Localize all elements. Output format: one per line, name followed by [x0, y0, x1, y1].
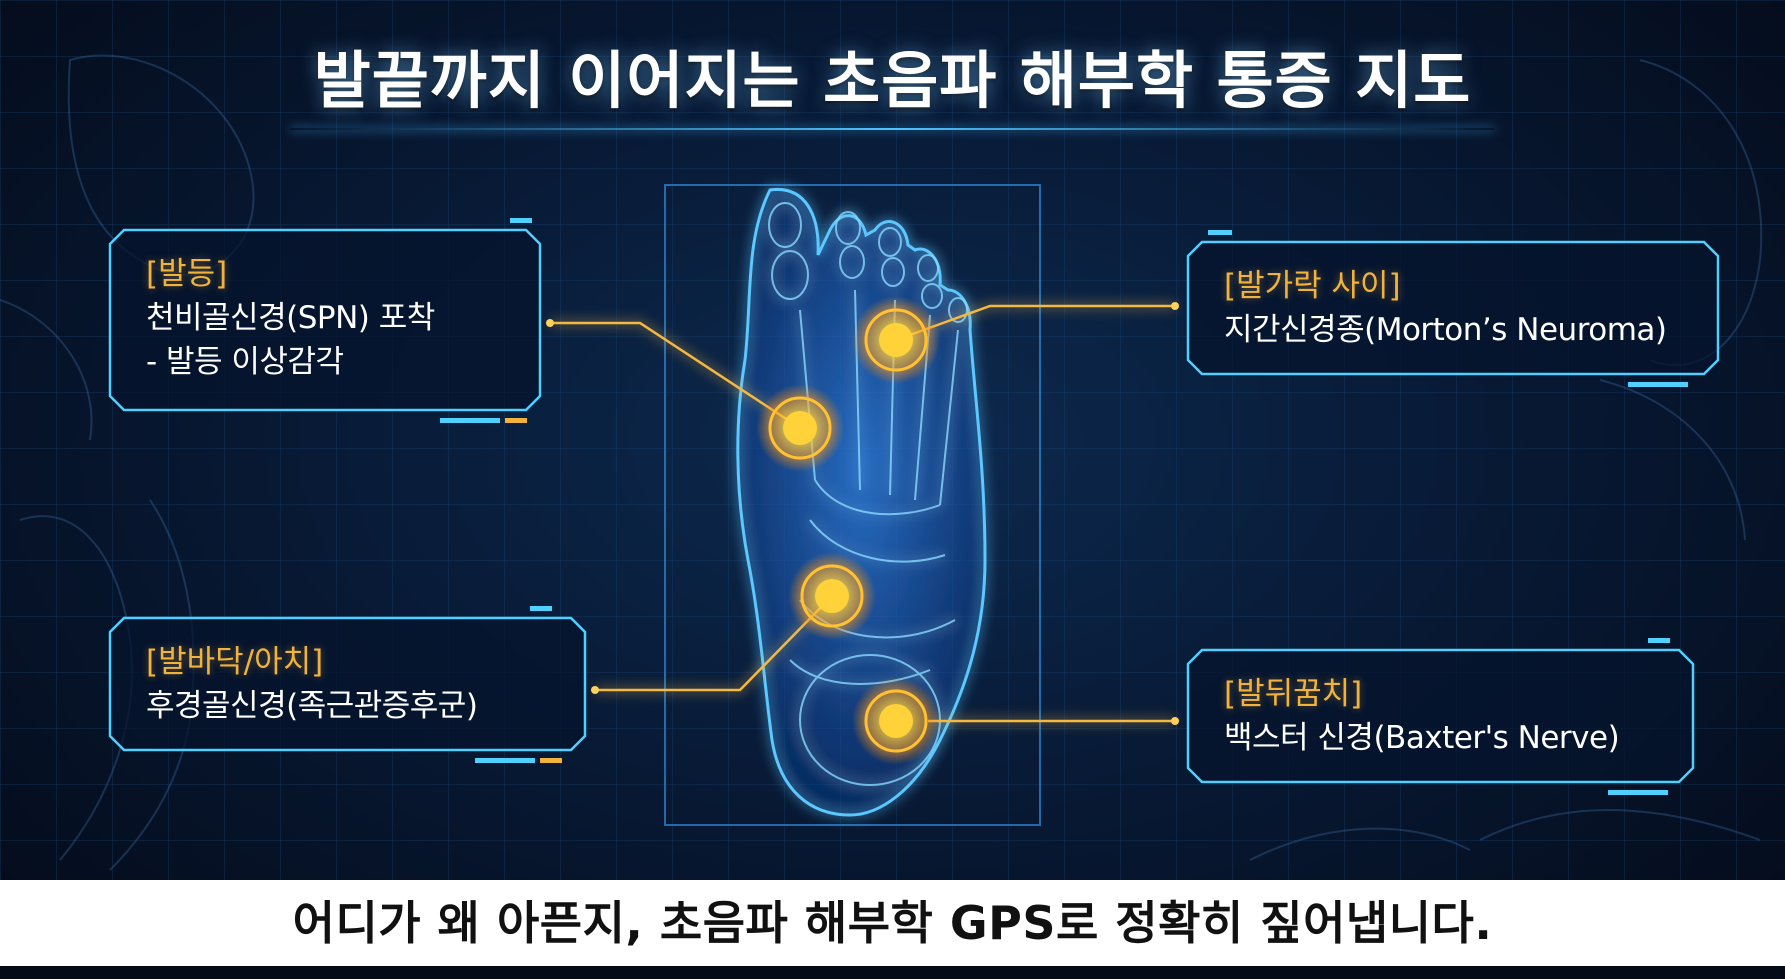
callout-arch: [발바닥/아치] 후경골신경(족근관증후군): [108, 606, 587, 763]
callout-heading: [발뒤꿈치]: [1224, 676, 1363, 712]
callout-frame: [1186, 638, 1695, 795]
callout-heading: [발등]: [146, 256, 228, 292]
caption-subtitle: 어디가 왜 아픈지, 초음파 해부학 GPS로 정확히 짚어냅니다.: [292, 896, 1493, 950]
callout-line: 천비골신경(SPN) 포착: [146, 300, 435, 336]
callout-line: - 발등 이상감각: [146, 344, 344, 380]
callout-dorsum: [발등] 천비골신경(SPN) 포착 - 발등 이상감각: [108, 218, 542, 423]
callout-heading: [발바닥/아치]: [146, 644, 324, 680]
callout-heading: [발가락 사이]: [1224, 268, 1401, 304]
foot-frame: [664, 184, 1041, 826]
bottom-strip: [0, 966, 1785, 979]
callout-frame: [108, 218, 542, 423]
hotspot-dorsum: [756, 384, 844, 472]
hotspot-toes: [852, 296, 940, 384]
hotspot-heel: [852, 677, 940, 765]
callout-line: 백스터 신경(Baxter's Nerve): [1224, 720, 1620, 756]
callout-frame: [1186, 230, 1720, 387]
callout-line: 후경골신경(족근관증후군): [146, 688, 478, 724]
callout-toes: [발가락 사이] 지간신경종(Morton’s Neuroma): [1186, 230, 1720, 387]
caption-band: [0, 880, 1785, 966]
callout-line: 지간신경종(Morton’s Neuroma): [1224, 312, 1667, 348]
title-underline: [290, 128, 1495, 130]
connector-dorsum: [550, 321, 801, 430]
callout-frame: [108, 606, 587, 763]
page-title: 발끝까지 이어지는 초음파 해부학 통증 지도: [313, 44, 1472, 117]
connector-end-dots: [546, 302, 1179, 725]
callout-heel: [발뒤꿈치] 백스터 신경(Baxter's Nerve): [1186, 638, 1695, 795]
hotspot-arch: [788, 552, 876, 640]
